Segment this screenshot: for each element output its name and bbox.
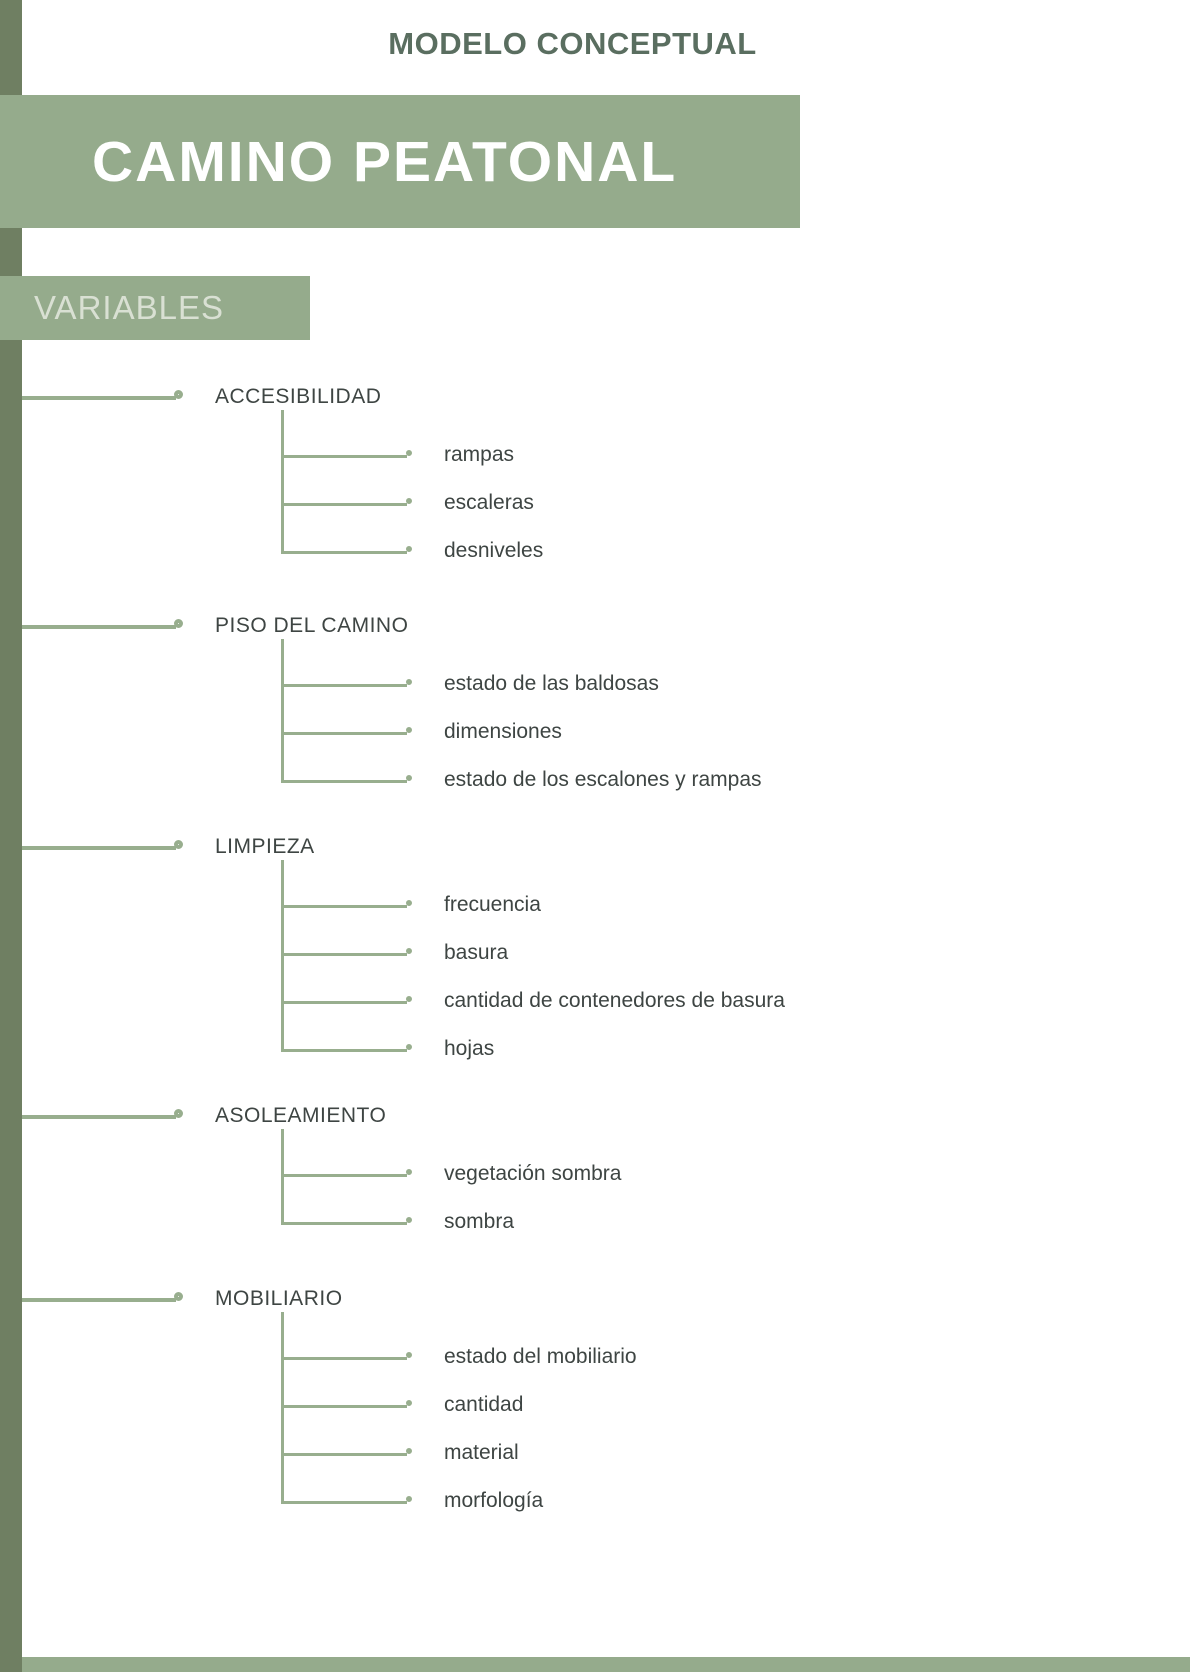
child-connector-line: [281, 503, 407, 506]
children-connector-line: [281, 1129, 284, 1225]
child-label: material: [444, 1441, 519, 1464]
child-node-icon: [406, 900, 412, 906]
child-node-icon: [406, 1352, 412, 1358]
child-node-icon: [406, 1496, 412, 1502]
child-label: cantidad de contenedores de basura: [444, 989, 785, 1012]
child-node-icon: [406, 1400, 412, 1406]
variables-section-header: VARIABLES: [0, 276, 310, 340]
child-node-icon: [406, 546, 412, 552]
child-label: desniveles: [444, 539, 544, 562]
child-node-icon: [406, 498, 412, 504]
branch-label: LIMPIEZA: [215, 835, 315, 858]
branch-node-icon: [174, 1109, 183, 1118]
child-label: vegetación sombra: [444, 1162, 622, 1185]
child-node-icon: [406, 450, 412, 456]
child-label: rampas: [444, 443, 515, 466]
child-label: estado del mobiliario: [444, 1345, 637, 1368]
child-label: basura: [444, 941, 509, 964]
page-title: MODELO CONCEPTUAL: [388, 26, 757, 61]
branch-connector-line: [22, 1298, 176, 1302]
child-label: estado de los escalones y rampas: [444, 768, 762, 791]
child-label: frecuencia: [444, 893, 541, 916]
branch-node-icon: [174, 390, 183, 399]
branch-label: PISO DEL CAMINO: [215, 614, 409, 637]
branch-label: ASOLEAMIENTO: [215, 1104, 387, 1127]
child-connector-line: [281, 1357, 407, 1360]
branch-node-icon: [174, 840, 183, 849]
child-connector-line: [281, 1174, 407, 1177]
children-connector-line: [281, 639, 284, 783]
branch-connector-line: [22, 396, 176, 400]
left-accent-bar: [0, 0, 22, 1672]
child-node-icon: [406, 1448, 412, 1454]
branch-node-icon: [174, 619, 183, 628]
child-connector-line: [281, 684, 407, 687]
child-connector-line: [281, 732, 407, 735]
child-connector-line: [281, 953, 407, 956]
child-label: estado de las baldosas: [444, 672, 659, 695]
branch-connector-line: [22, 625, 176, 629]
branch-connector-line: [22, 1115, 176, 1119]
child-label: morfología: [444, 1489, 544, 1512]
variables-label: VARIABLES: [34, 289, 224, 326]
title-banner: CAMINO PEATONAL: [0, 95, 800, 228]
child-connector-line: [281, 780, 407, 783]
child-node-icon: [406, 679, 412, 685]
child-node-icon: [406, 775, 412, 781]
child-node-icon: [406, 996, 412, 1002]
child-connector-line: [281, 1049, 407, 1052]
child-node-icon: [406, 1044, 412, 1050]
bottom-accent-bar: [22, 1657, 1190, 1672]
child-label: sombra: [444, 1210, 515, 1233]
branch-node-icon: [174, 1292, 183, 1301]
child-connector-line: [281, 1222, 407, 1225]
child-node-icon: [406, 948, 412, 954]
child-connector-line: [281, 455, 407, 458]
branch-connector-line: [22, 846, 176, 850]
child-connector-line: [281, 1501, 407, 1504]
child-connector-line: [281, 551, 407, 554]
banner-title: CAMINO PEATONAL: [92, 129, 678, 194]
child-connector-line: [281, 905, 407, 908]
children-connector-line: [281, 1312, 284, 1504]
children-connector-line: [281, 410, 284, 554]
children-connector-line: [281, 860, 284, 1052]
child-label: hojas: [444, 1037, 495, 1060]
child-node-icon: [406, 727, 412, 733]
child-connector-line: [281, 1001, 407, 1004]
child-node-icon: [406, 1169, 412, 1175]
child-label: escaleras: [444, 491, 534, 514]
child-label: dimensiones: [444, 720, 562, 743]
child-label: cantidad: [444, 1393, 524, 1416]
branch-label: MOBILIARIO: [215, 1287, 343, 1310]
child-connector-line: [281, 1453, 407, 1456]
child-connector-line: [281, 1405, 407, 1408]
branch-label: ACCESIBILIDAD: [215, 385, 382, 408]
child-node-icon: [406, 1217, 412, 1223]
